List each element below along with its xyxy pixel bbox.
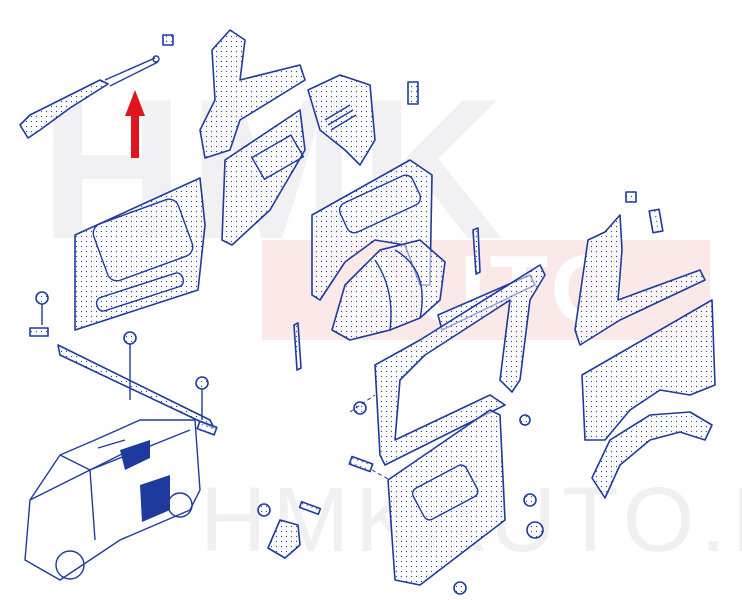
side-panel-large[interactable] bbox=[74, 177, 206, 331]
pillar-trim-upper[interactable] bbox=[199, 29, 306, 159]
side-panel-lower[interactable] bbox=[387, 409, 506, 586]
trim-strip[interactable] bbox=[472, 227, 481, 275]
clip[interactable] bbox=[625, 191, 637, 203]
roof-rail-trim[interactable] bbox=[19, 34, 174, 139]
van-illustration bbox=[24, 419, 201, 581]
fasteners bbox=[29, 291, 544, 595]
vent-grille[interactable] bbox=[407, 81, 419, 105]
vent-grille[interactable] bbox=[648, 208, 664, 234]
rear-quarter-panel-lower[interactable] bbox=[581, 299, 716, 441]
pillar-trim-rear[interactable] bbox=[574, 214, 706, 346]
wheel-arch-liner[interactable] bbox=[591, 411, 713, 499]
door-frame-trim[interactable] bbox=[374, 264, 546, 466]
trim-strip[interactable] bbox=[293, 322, 302, 371]
quarter-trim-upper[interactable] bbox=[307, 74, 376, 166]
arrow-up-icon bbox=[125, 90, 145, 158]
